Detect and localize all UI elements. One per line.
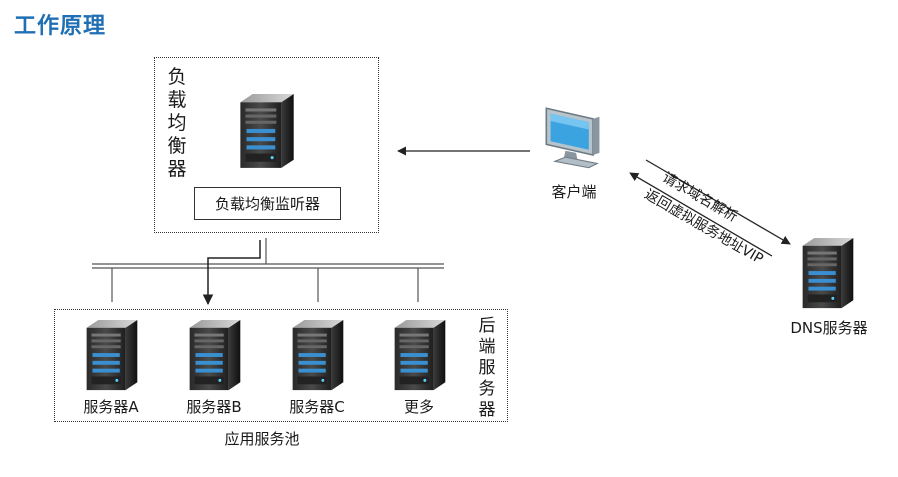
dns-label: DNS服务器	[790, 319, 868, 337]
page-title: 工作原理	[14, 14, 107, 39]
load-balancer-label-char: 负	[167, 66, 187, 88]
client-label: 客户端	[551, 183, 597, 201]
monitor-icon	[542, 104, 608, 172]
server-b-label: 服务器B	[186, 398, 242, 416]
lb-to-server-b-arrow	[202, 240, 261, 306]
load-balancer-label-char: 载	[167, 89, 187, 111]
load-balancer-label-char: 均	[167, 112, 187, 134]
backend-label-char: 器	[478, 400, 496, 420]
backend-label-char: 端	[478, 337, 496, 357]
server-tower-icon	[183, 318, 245, 394]
load-balancer-label-char: 器	[167, 158, 187, 180]
backend-label-char: 务	[478, 379, 496, 399]
server-tower-icon	[80, 318, 142, 394]
load-balancer-label-char: 衡	[167, 135, 187, 157]
load-balancer-label: 负 载 均 衡 器	[166, 66, 188, 181]
more-servers-label: 更多	[403, 398, 435, 416]
backend-label-char: 服	[478, 358, 496, 378]
request-arrow	[645, 159, 791, 245]
server-tower-icon	[286, 318, 348, 394]
backend-servers-label: 后 端 服 务 器	[476, 316, 498, 421]
load-balancer-listener: 负载均衡监听器	[194, 187, 341, 220]
server-c-label: 服务器C	[289, 398, 345, 416]
response-arrow	[629, 172, 773, 257]
server-tower-icon	[796, 236, 858, 312]
load-balancer-box	[154, 57, 379, 233]
server-tower-icon	[388, 318, 450, 394]
application-pool-label: 应用服务池	[224, 430, 300, 448]
backend-label-char: 后	[478, 316, 496, 336]
server-a-label: 服务器A	[83, 398, 139, 416]
application-pool-box	[54, 309, 508, 422]
